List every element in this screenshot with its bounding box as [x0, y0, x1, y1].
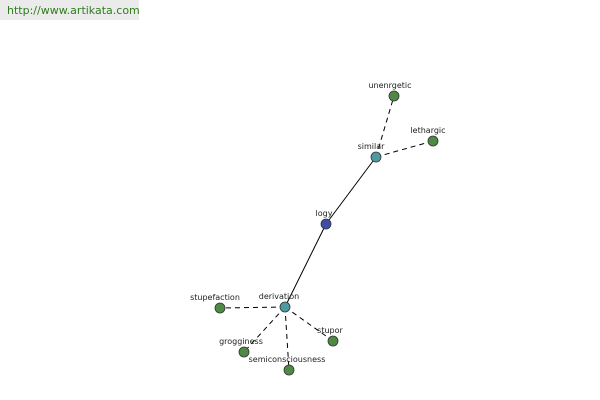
edge-similar-unenrgetic: [375, 95, 395, 158]
watermark-banner: http://www.artikata.com: [0, 0, 140, 20]
label-lethargic: lethargic: [410, 126, 445, 135]
edge-derivation-semiconsciousness: [284, 306, 290, 371]
edge-logy-derivation: [284, 223, 327, 308]
nodes-layer: logy similar derivation unenrgetic letha…: [190, 81, 446, 376]
node-grogginess[interactable]: [238, 346, 250, 358]
edge-similar-lethargic: [375, 140, 434, 158]
label-stupor: stupor: [317, 326, 343, 335]
label-stupefaction: stupefaction: [190, 293, 240, 302]
node-stupefaction[interactable]: [214, 302, 226, 314]
label-logy: logy: [316, 209, 333, 218]
label-semiconsciousness: semiconsciousness: [249, 355, 326, 364]
node-logy[interactable]: [320, 218, 332, 230]
node-lethargic[interactable]: [427, 135, 439, 147]
watermark-url[interactable]: http://www.artikata.com: [7, 4, 140, 17]
edges-layer: [219, 95, 434, 371]
label-grogginess: grogginess: [219, 337, 263, 346]
edge-logy-similar: [325, 156, 377, 225]
edge-derivation-grogginess: [243, 306, 286, 353]
node-similar[interactable]: [370, 151, 382, 163]
label-derivation: derivation: [259, 292, 299, 301]
label-unenrgetic: unenrgetic: [368, 81, 411, 90]
node-derivation[interactable]: [279, 301, 291, 313]
edge-derivation-stupor: [284, 306, 334, 342]
node-stupor[interactable]: [327, 335, 339, 347]
label-similar: similar: [358, 142, 386, 151]
node-unenrgetic[interactable]: [388, 90, 400, 102]
node-semiconsciousness[interactable]: [283, 364, 295, 376]
edge-derivation-stupefaction: [219, 306, 286, 309]
